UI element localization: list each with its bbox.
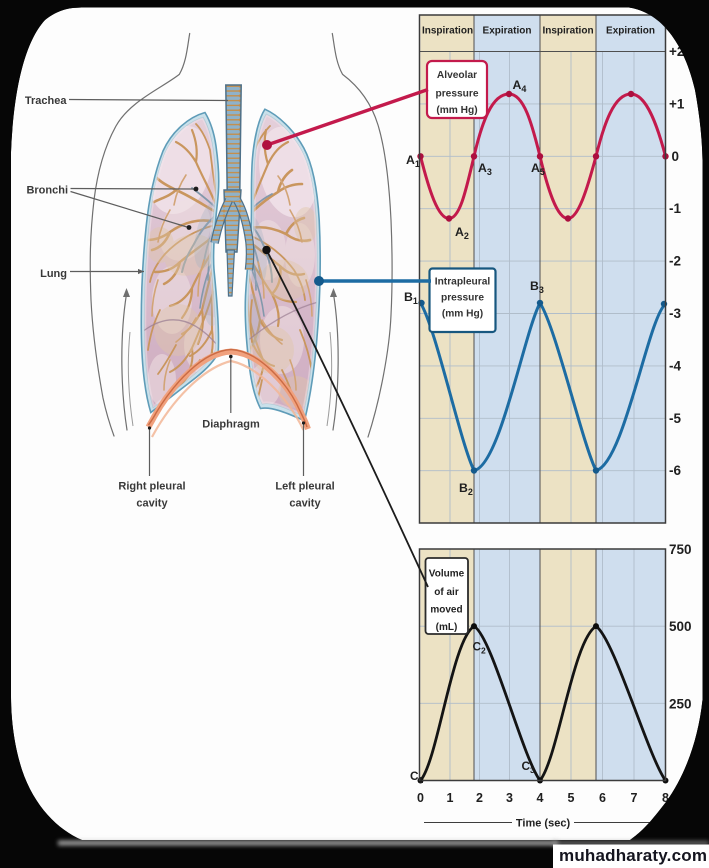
svg-text:Inspiration: Inspiration xyxy=(542,26,593,37)
svg-text:Lung: Lung xyxy=(40,268,67,280)
svg-text:0: 0 xyxy=(417,791,424,805)
svg-text:moved: moved xyxy=(430,605,462,616)
svg-text:Volume: Volume xyxy=(429,569,465,580)
svg-text:8: 8 xyxy=(662,791,669,805)
svg-text:-3: -3 xyxy=(669,306,681,321)
svg-text:3: 3 xyxy=(506,791,513,805)
svg-text:Left pleural: Left pleural xyxy=(275,481,334,493)
svg-text:Time (sec): Time (sec) xyxy=(516,818,571,830)
svg-text:Inspiration: Inspiration xyxy=(422,26,473,37)
svg-text:muhadharaty.com: muhadharaty.com xyxy=(559,846,707,865)
svg-text:-6: -6 xyxy=(669,463,681,478)
svg-text:cavity: cavity xyxy=(289,498,321,510)
svg-text:Bronchi: Bronchi xyxy=(26,185,68,197)
svg-text:+1: +1 xyxy=(669,96,685,111)
svg-text:-2: -2 xyxy=(669,254,681,269)
svg-text:250: 250 xyxy=(669,696,692,711)
svg-text:7: 7 xyxy=(631,791,638,805)
svg-text:(mm Hg): (mm Hg) xyxy=(436,105,477,116)
svg-text:500: 500 xyxy=(669,619,692,634)
svg-text:Right pleural: Right pleural xyxy=(118,481,185,493)
svg-text:(mm Hg): (mm Hg) xyxy=(442,309,483,320)
svg-text:1: 1 xyxy=(447,791,454,805)
svg-text:Intrapleural: Intrapleural xyxy=(435,277,491,288)
svg-text:Expiration: Expiration xyxy=(606,26,655,37)
svg-text:(mL): (mL) xyxy=(436,622,458,633)
svg-text:of air: of air xyxy=(434,587,459,598)
svg-text:Expiration: Expiration xyxy=(483,26,532,37)
svg-text:-5: -5 xyxy=(669,411,681,426)
svg-text:Trachea: Trachea xyxy=(25,95,67,107)
svg-text:750: 750 xyxy=(669,542,692,557)
svg-text:-1: -1 xyxy=(669,201,681,216)
svg-text:-4: -4 xyxy=(669,358,681,373)
svg-text:2: 2 xyxy=(476,791,483,805)
svg-text:0: 0 xyxy=(672,149,680,164)
svg-text:pressure: pressure xyxy=(441,293,484,304)
svg-text:Alveolar: Alveolar xyxy=(437,70,477,81)
svg-text:4: 4 xyxy=(537,791,544,805)
svg-text:cavity: cavity xyxy=(136,498,168,510)
svg-text:Diaphragm: Diaphragm xyxy=(202,419,260,431)
svg-text:pressure: pressure xyxy=(435,89,478,100)
svg-text:5: 5 xyxy=(568,791,575,805)
svg-text:6: 6 xyxy=(599,791,606,805)
